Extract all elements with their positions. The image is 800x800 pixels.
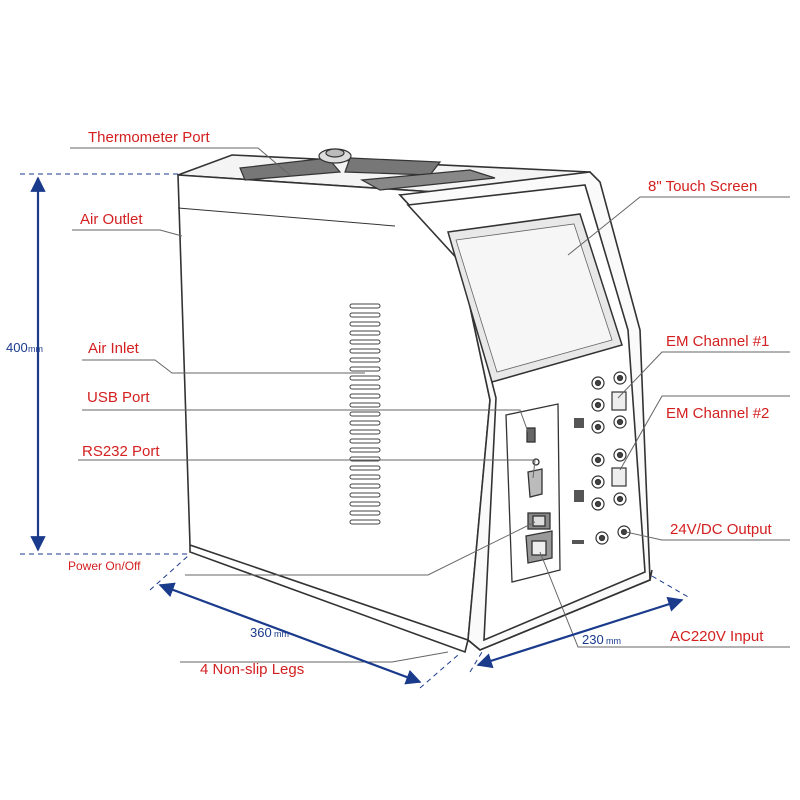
dimension-lines (20, 173, 691, 689)
dim-depth-unit: mm (274, 629, 289, 639)
em-channel-2-jacks (591, 448, 627, 511)
dimension-labels: 400 mm 360 mm 230 mm (6, 340, 621, 647)
dim-height: 400 mm (6, 340, 43, 355)
rs232-port (527, 468, 543, 498)
label-air-inlet: Air Inlet (88, 340, 140, 357)
thermometer-port (239, 148, 496, 191)
dim-height-value: 400 (6, 340, 28, 355)
dim-height-unit: mm (28, 344, 43, 354)
port-panel (505, 403, 561, 583)
label-power-on-off: Power On/Off (68, 559, 141, 573)
dim-width-unit: mm (606, 636, 621, 646)
callout-labels: Thermometer Port Air Outlet Air Inlet US… (68, 129, 773, 678)
label-rs232-port: RS232 Port (82, 443, 160, 460)
label-ac-input: AC220V Input (670, 628, 764, 645)
label-dc-output: 24V/DC Output (670, 521, 773, 538)
dc-output-jacks (595, 525, 631, 545)
dim-width: 230 mm (582, 632, 621, 647)
dim-width-value: 230 (582, 632, 604, 647)
label-thermometer-port: Thermometer Port (88, 129, 211, 146)
dim-depth-value: 360 (250, 625, 272, 640)
dim-depth: 360 mm (250, 625, 289, 640)
channel-panel-marks (572, 418, 584, 544)
label-usb-port: USB Port (87, 389, 150, 406)
label-four-legs: 4 Non-slip Legs (200, 661, 304, 678)
label-em-channel-1: EM Channel #1 (666, 333, 769, 350)
touch-screen (447, 213, 623, 383)
label-air-outlet: Air Outlet (80, 211, 143, 228)
air-inlet-vents (349, 303, 381, 525)
label-touch-screen: 8" Touch Screen (648, 178, 757, 195)
usb-port (526, 427, 536, 443)
label-em-channel-2: EM Channel #2 (666, 405, 769, 422)
em-channel-1-jacks (591, 371, 627, 434)
